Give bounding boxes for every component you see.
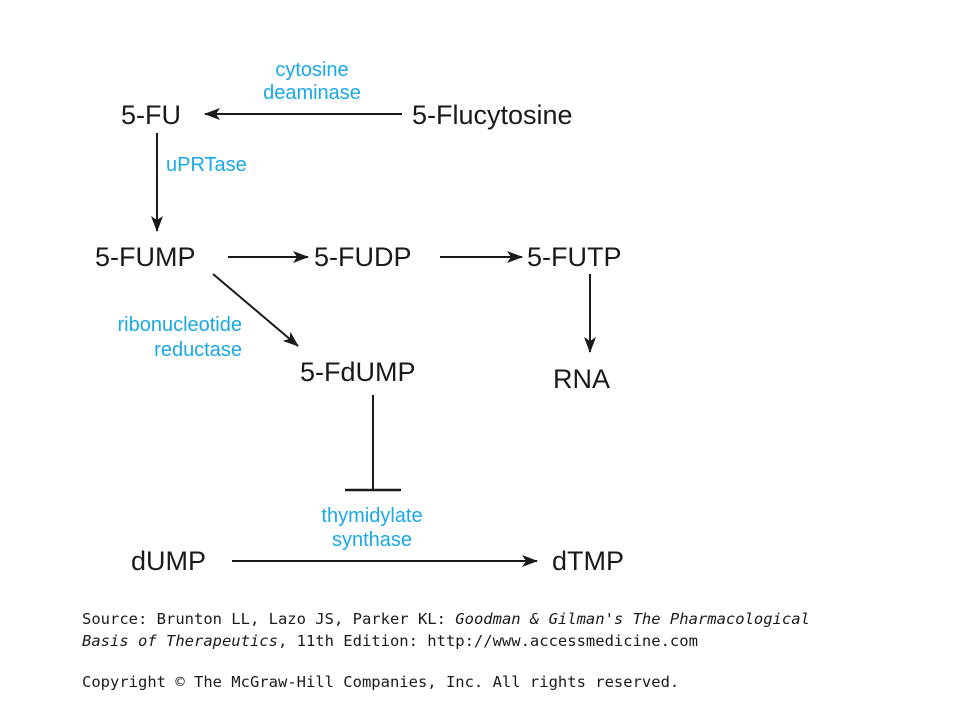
- node-5-fdump: 5-FdUMP: [300, 357, 416, 387]
- enzyme-uprtase: uPRTase: [166, 154, 247, 176]
- enzyme-cytosine-deaminase-line1: cytosine: [275, 59, 348, 81]
- figure-bottom-clip: [0, 571, 960, 600]
- node-rna: RNA: [553, 364, 610, 394]
- pathway-diagram: 5-FU 5-Flucytosine 5-FUMP 5-FUDP 5-FUTP …: [95, 59, 624, 576]
- enzyme-thymidylate-synthase-line1: thymidylate: [321, 505, 422, 527]
- copyright-notice: Copyright © The McGraw-Hill Companies, I…: [82, 673, 680, 691]
- source-citation-line1: Source: Brunton LL, Lazo JS, Parker KL: …: [82, 610, 810, 628]
- enzyme-ribonucleotide-reductase-line2: reductase: [154, 339, 242, 361]
- book-title-part1: Goodman & Gilman's The Pharmacological: [455, 610, 810, 628]
- edge-fump-to-fdump: [212, 273, 299, 347]
- enzyme-thymidylate-synthase-line2: synthase: [332, 529, 412, 551]
- enzyme-cytosine-deaminase-line2: deaminase: [263, 82, 361, 104]
- enzyme-ribonucleotide-reductase-line1: ribonucleotide: [117, 314, 242, 336]
- source-citation-line2: Basis of Therapeutics, 11th Edition: htt…: [82, 632, 698, 650]
- book-title-part2: Basis of Therapeutics: [82, 632, 278, 650]
- node-5-flucytosine: 5-Flucytosine: [412, 100, 573, 130]
- node-5-futp: 5-FUTP: [527, 242, 622, 272]
- node-5-fump: 5-FUMP: [95, 242, 196, 272]
- node-5-fu: 5-FU: [121, 100, 181, 130]
- node-5-fudp: 5-FUDP: [314, 242, 412, 272]
